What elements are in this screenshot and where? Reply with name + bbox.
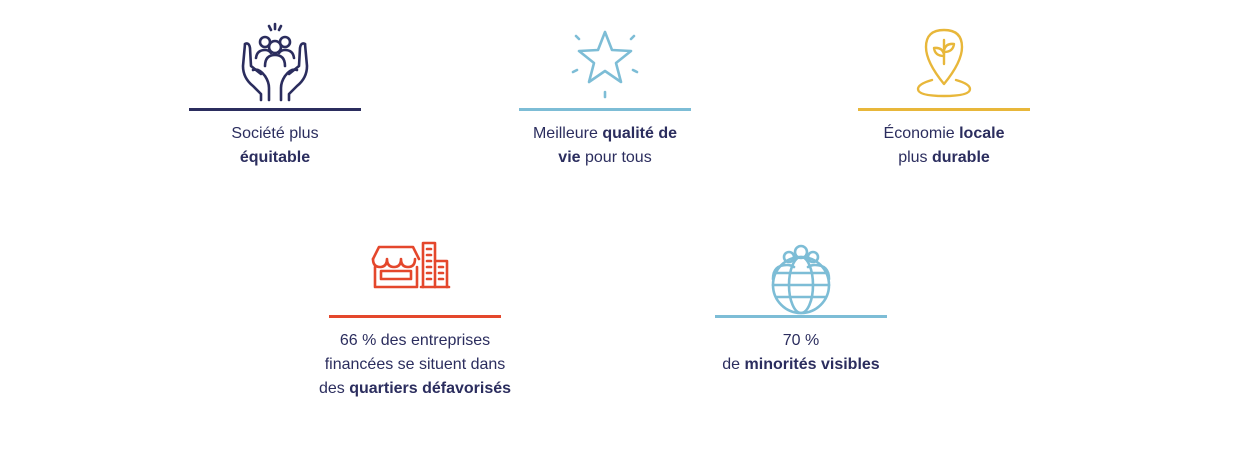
caption: 66 % des entreprises financées se situen… <box>289 329 541 401</box>
caption-line-2: financées se situent dans <box>289 353 541 377</box>
text-bold: locale <box>959 125 1005 142</box>
storefront-buildings-icon <box>329 229 501 309</box>
caption-line-2: plus durable <box>818 146 1070 170</box>
divider-line <box>858 108 1030 111</box>
text: Société plus <box>231 125 319 142</box>
text-bold: quartiers défavorisés <box>349 380 512 397</box>
divider-line <box>189 108 361 111</box>
caption: Économie locale plus durable <box>818 122 1070 170</box>
text-bold: durable <box>932 149 990 166</box>
text-bold: équitable <box>239 149 311 166</box>
text: de <box>722 356 745 373</box>
divider-line <box>715 315 887 318</box>
caption-line-1: Meilleure qualité de <box>479 122 731 146</box>
text-bold: vie <box>558 149 581 166</box>
hands-holding-people-icon <box>189 22 361 102</box>
caption-line-3: des quartiers défavorisés <box>289 377 541 401</box>
text: financées se situent dans <box>324 356 506 373</box>
caption: 70 % de minorités visibles <box>675 329 927 377</box>
caption-line-1: Économie locale <box>818 122 1070 146</box>
text: Économie <box>883 125 960 142</box>
text: des <box>318 380 350 397</box>
text-bold: minorités visibles <box>744 356 880 373</box>
text: plus <box>898 149 932 166</box>
location-pin-plant-icon <box>858 22 1030 102</box>
text: Meilleure <box>532 125 603 142</box>
star-icon <box>519 22 691 102</box>
text: 66 % des entreprises <box>339 332 491 349</box>
globe-people-icon <box>715 229 887 315</box>
text-bold: qualité de <box>602 125 678 142</box>
caption-line-2: de minorités visibles <box>675 353 927 377</box>
caption: Société plus équitable <box>149 122 401 170</box>
caption: Meilleure qualité de vie pour tous <box>479 122 731 170</box>
caption-line-2: vie pour tous <box>479 146 731 170</box>
caption-line-1: 70 % <box>675 329 927 353</box>
caption-line-1: Société plus <box>149 122 401 146</box>
text: pour tous <box>580 149 652 166</box>
divider-line <box>329 315 501 318</box>
caption-line-1: 66 % des entreprises <box>289 329 541 353</box>
text: 70 % <box>782 332 820 349</box>
divider-line <box>519 108 691 111</box>
caption-line-2: équitable <box>149 146 401 170</box>
